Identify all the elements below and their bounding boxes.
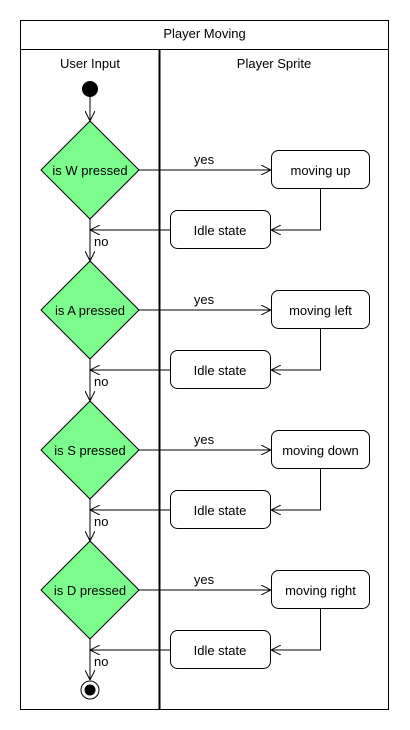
action-label: moving left — [289, 303, 352, 318]
idle-label: Idle state — [194, 643, 247, 658]
idle-label: Idle state — [194, 223, 247, 238]
idle-box — [170, 210, 271, 249]
decision-row: is W pressed yes moving up Idle state no — [40, 120, 370, 261]
end-node-inner — [84, 684, 96, 696]
idle-box — [170, 630, 271, 669]
action-label: moving right — [285, 583, 356, 598]
diagram-title: Player Moving — [163, 26, 245, 41]
action-to-idle-connector — [271, 329, 321, 370]
action-to-idle-connector — [271, 609, 321, 650]
no-label: no — [94, 514, 108, 529]
idle-box — [170, 350, 271, 389]
lane-label-user-input: User Input — [60, 56, 120, 71]
yes-label: yes — [194, 572, 215, 587]
idle-label: Idle state — [194, 363, 247, 378]
decision-label: is W pressed — [52, 163, 127, 178]
action-label: moving down — [282, 443, 359, 458]
action-box — [271, 570, 370, 609]
decision-label: is A pressed — [55, 303, 125, 318]
action-box — [271, 150, 370, 189]
yes-label: yes — [194, 432, 215, 447]
no-label: no — [94, 654, 108, 669]
action-box — [271, 290, 370, 329]
idle-label: Idle state — [194, 503, 247, 518]
no-label: no — [94, 374, 108, 389]
no-label: no — [94, 234, 108, 249]
action-to-idle-connector — [271, 189, 321, 230]
action-to-idle-connector — [271, 469, 321, 510]
decision-label: is S pressed — [54, 443, 126, 458]
yes-label: yes — [194, 292, 215, 307]
action-label: moving up — [291, 163, 351, 178]
action-box — [271, 430, 370, 469]
lane-label-player-sprite: Player Sprite — [237, 56, 311, 71]
start-node — [82, 81, 98, 97]
idle-box — [170, 490, 271, 529]
decision-label: is D pressed — [54, 583, 126, 598]
yes-label: yes — [194, 152, 215, 167]
